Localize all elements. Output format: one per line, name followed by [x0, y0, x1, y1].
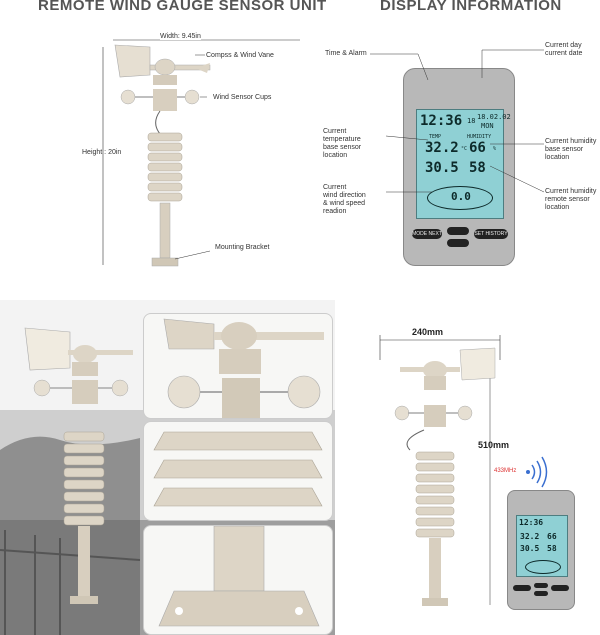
closeup-top: [143, 313, 333, 419]
lcd-hum1: 66: [469, 140, 486, 156]
mode-button[interactable]: MODE NEXT: [412, 229, 442, 239]
lcd-humidity-label: HUMIDITY: [467, 134, 492, 140]
small-lcd-time: 12:36: [519, 518, 544, 527]
width-mm-label: 240mm: [412, 327, 444, 337]
display-unit: 12:36 18 18.02.02 MON TEMP HUMIDITY 32.2…: [403, 68, 515, 266]
small-lcd-screen: 12:36 32.2 66 30.5 58: [516, 515, 568, 577]
closeup-bottom: [143, 525, 333, 635]
lcd-temp2: 30.5: [425, 160, 459, 176]
bracket-label: Mounting Bracket: [215, 244, 270, 251]
wind-compass-ring: [427, 186, 493, 210]
lcd-unit-pct: %: [493, 146, 497, 152]
compass-label: Compss & Wind Vane: [206, 52, 274, 59]
humidity-remote-label: Current humidity remote sensor location: [545, 188, 597, 211]
small-lcd-hum2: 58: [547, 544, 557, 553]
sensor-diagram: [102, 39, 300, 267]
lcd-seconds: 18: [467, 117, 476, 125]
lcd-date: 18.02.02: [477, 113, 511, 121]
current-day-label: Current day current date: [545, 42, 583, 57]
small-mode-button[interactable]: [513, 585, 531, 591]
width-label: Width: 9.45in: [160, 33, 201, 40]
height-label: Height : 20in: [82, 149, 122, 156]
lcd-wind-speed: 0.0: [451, 190, 471, 203]
cups-label: Wind Sensor Cups: [213, 94, 272, 101]
up-button[interactable]: [447, 227, 469, 235]
lcd-hum2: 58: [469, 160, 486, 176]
time-alarm-label: Time & Alarm: [325, 50, 367, 57]
collage-sensor: [24, 327, 133, 604]
right-heading: DISPLAY INFORMATION: [380, 0, 562, 14]
lcd-time: 12:36: [420, 113, 463, 129]
wind-label: Current wind direction & wind speed read…: [323, 184, 366, 215]
humidity-base-label: Current humidity base sensor location: [545, 138, 597, 161]
small-up-button[interactable]: [534, 583, 548, 588]
small-wind-ring: [525, 560, 561, 574]
frequency-label: 433MHz: [494, 468, 517, 474]
lcd-unit-c: °C: [461, 146, 468, 152]
small-down-button[interactable]: [534, 591, 548, 596]
small-lcd-temp1: 32.2: [520, 532, 540, 541]
small-lcd-hum1: 66: [547, 532, 557, 541]
down-button[interactable]: [447, 239, 469, 247]
photo-collage: [0, 300, 335, 635]
small-display-unit: 12:36 32.2 66 30.5 58: [507, 490, 575, 610]
set-history-button[interactable]: SET HISTORY: [474, 229, 508, 239]
height-mm-label: 510mm: [478, 440, 510, 450]
small-set-button[interactable]: [551, 585, 569, 591]
lcd-day: MON: [481, 122, 494, 130]
display-leader-lines: [370, 49, 545, 193]
small-lcd-temp2: 30.5: [520, 544, 540, 553]
left-heading: REMOTE WIND GAUGE SENSOR UNIT: [38, 0, 327, 14]
lcd-screen: 12:36 18 18.02.02 MON TEMP HUMIDITY 32.2…: [416, 109, 511, 219]
temp-label: Current temperature base sensor location: [323, 128, 362, 159]
lcd-temp-label: TEMP: [429, 134, 442, 140]
lake-scene: [0, 436, 140, 635]
lcd-temp1: 32.2: [425, 140, 459, 156]
closeup-middle: [143, 421, 333, 521]
dimension-diagram: [379, 335, 548, 606]
